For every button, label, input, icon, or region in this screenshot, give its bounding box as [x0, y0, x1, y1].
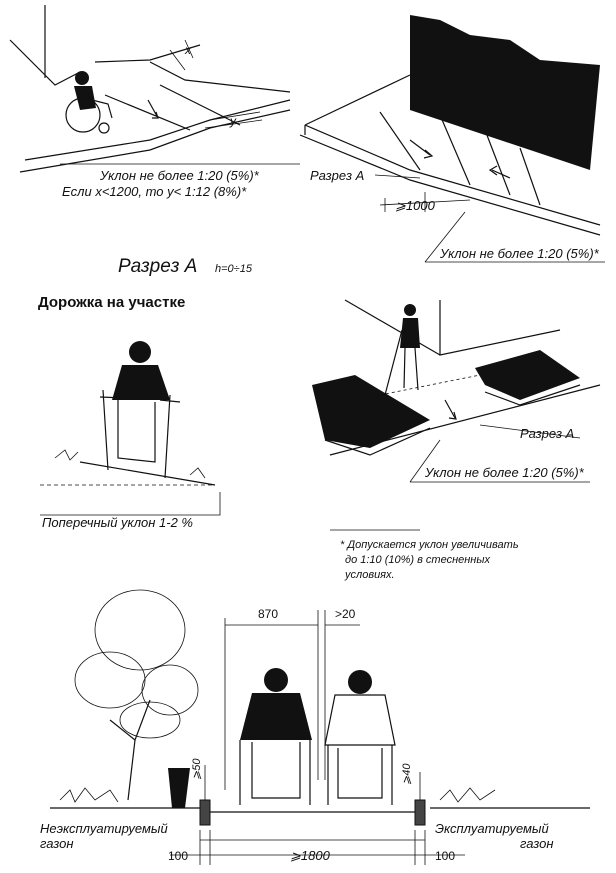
condition-top-left-label: Если x<1200, то y< 1:12 (8%)* — [62, 184, 247, 199]
slope-top-left-label: Уклон не более 1:20 (5%)* — [99, 168, 260, 183]
path-cross-section-drawing — [50, 589, 590, 865]
section-height-label: h=0÷15 — [215, 263, 253, 275]
wheelchair-user-front-icon — [239, 668, 312, 805]
lawn-left-line-1: Неэксплуатируемый — [40, 821, 168, 836]
section-a-top-label: Разрез А — [310, 168, 364, 183]
left-island — [312, 375, 430, 448]
right-curb — [414, 799, 426, 826]
tree-icon — [74, 589, 199, 801]
slope-top-right-label: Уклон не более 1:20 (5%)* — [439, 246, 600, 261]
cross-slope-wheelchair-drawing — [40, 341, 216, 486]
dim-100-right-label: 100 — [435, 849, 455, 863]
wheelchair-user-icon — [65, 71, 113, 134]
section-title: Разрез А — [118, 256, 197, 277]
footnote-line-3: условиях. — [344, 569, 395, 581]
lawn-right-line-2: газон — [520, 836, 554, 851]
dim-20-label: >20 — [335, 607, 356, 621]
wheelchair-user-back-icon — [324, 670, 396, 805]
cross-slope-label: Поперечный уклон 1-2 % — [42, 515, 193, 530]
wall-block — [410, 15, 600, 170]
dim-100-left-label: 100 — [168, 849, 188, 863]
path-heading: Дорожка на участке — [38, 294, 185, 311]
lawn-left-line-2: газон — [40, 836, 74, 851]
footnote-line-2: до 1:10 (10%) в стесненных — [345, 554, 490, 566]
right-island — [475, 350, 580, 400]
dim-870-label: 870 — [258, 607, 278, 621]
left-curb — [199, 799, 211, 826]
dim-y-label: y — [229, 114, 237, 128]
trash-bin-icon — [168, 768, 190, 808]
dim-x-label: x — [184, 43, 192, 57]
blind-pedestrian-drawing — [312, 299, 601, 456]
slope-mid-right-label: Уклон не более 1:20 (5%)* — [424, 465, 585, 480]
dim-50-label: ⩾50 — [191, 758, 203, 780]
footnote-line-1: * Допускается уклон увеличивать — [340, 539, 519, 551]
dim-1000-label: ⩾1000 — [395, 198, 436, 213]
dim-40-label: ⩾40 — [401, 763, 413, 785]
top-right-ramp-drawing — [299, 15, 601, 236]
dim-1800-label: ⩾1800 — [290, 848, 331, 863]
top-left-ramp-drawing — [9, 5, 291, 173]
lawn-right-line-1: Эксплуатируемый — [435, 821, 549, 836]
